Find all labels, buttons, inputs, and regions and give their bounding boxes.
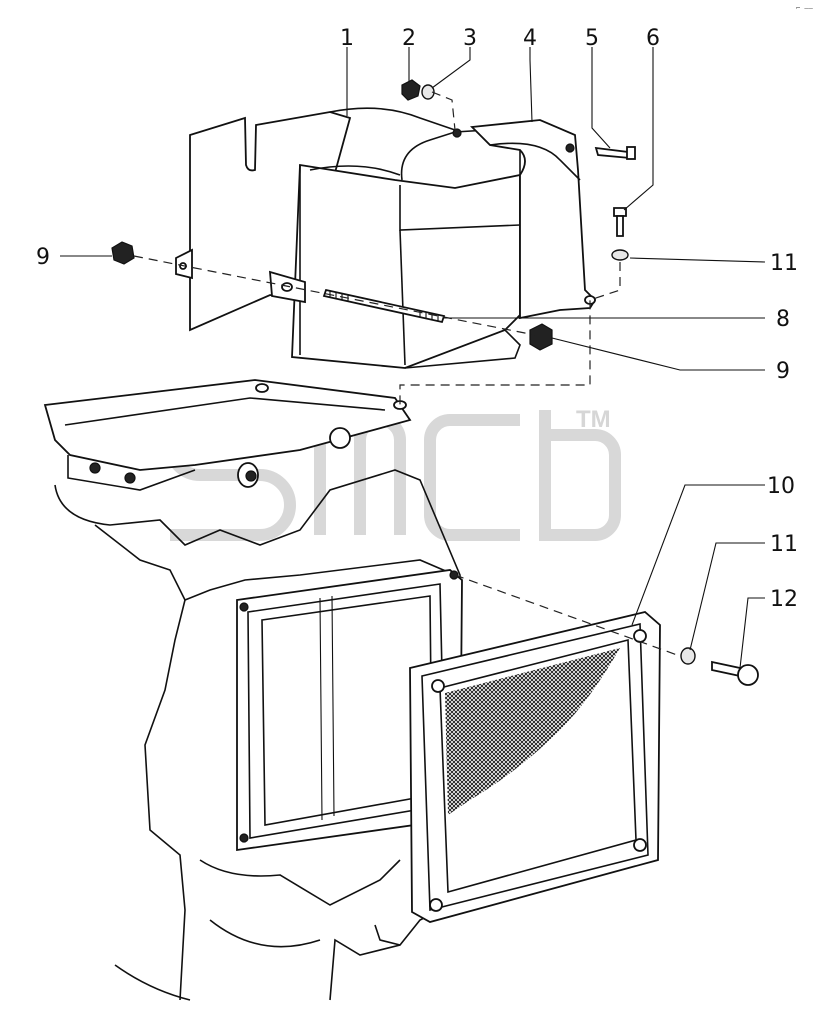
callout-5: 5 (585, 26, 599, 51)
callout-1: 1 (340, 26, 354, 51)
nut-2 (401, 79, 421, 101)
filter-screen (409, 611, 661, 923)
corner-mark: ⌐ –– (796, 4, 814, 12)
engine-housing (43, 379, 463, 1001)
callout-6: 6 (646, 26, 660, 51)
nut-9-left (111, 241, 135, 265)
callout-labels: 1 2 3 4 5 6 9 11 8 9 10 11 12 (36, 26, 798, 612)
assembly-dash-lines (133, 91, 681, 657)
nut-9-right (529, 323, 553, 351)
washer-11-bottom (680, 647, 696, 665)
callout-4: 4 (523, 26, 537, 51)
callout-9-right: 9 (776, 359, 790, 384)
callout-12: 12 (770, 587, 798, 612)
callout-2: 2 (402, 26, 416, 51)
screw-12-shank (711, 660, 741, 678)
callout-3: 3 (463, 26, 477, 51)
washer-3 (421, 84, 435, 100)
air-duct-shroud (175, 107, 597, 369)
fasteners (111, 79, 759, 686)
screw-12-head (737, 664, 759, 686)
callout-11-bottom: 11 (770, 532, 798, 557)
bolt-6-shank (616, 215, 624, 237)
callout-11-top: 11 (770, 251, 798, 276)
screw-5-head (626, 146, 636, 160)
callout-10: 10 (767, 474, 795, 499)
leader-lines (60, 47, 766, 669)
callout-9-left: 9 (36, 245, 50, 270)
screw-5 (594, 146, 632, 160)
callout-8: 8 (776, 307, 790, 332)
watermark-tm: TM (576, 406, 611, 433)
bolt-6-head (613, 207, 627, 217)
washer-11-top (611, 249, 629, 261)
